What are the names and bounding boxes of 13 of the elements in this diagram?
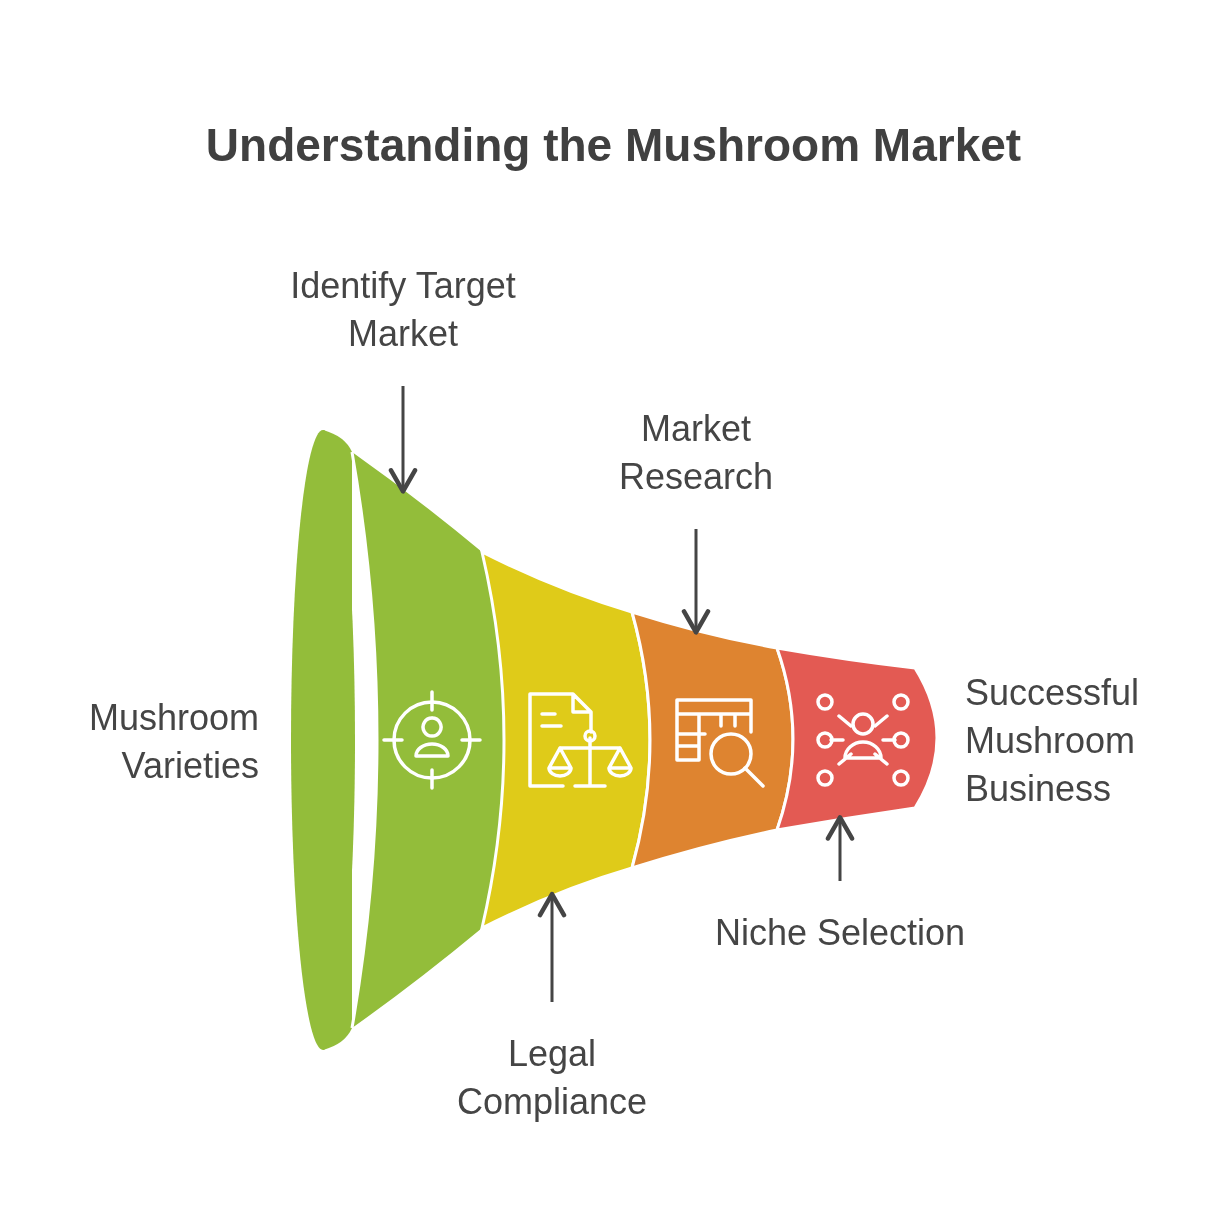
diagram-title: Understanding the Mushroom Market [204,118,1023,172]
arrow [537,891,567,1002]
stage-label: Mushroom Varieties [87,696,259,788]
arrow [681,529,711,635]
step-label: Niche Selection [670,909,1010,957]
step-label: Legal Compliance [422,1030,682,1126]
funnel-segment [775,646,939,832]
arrow [825,815,855,881]
stage-label: Successful Mushroom Business [965,671,1141,811]
funnel-segment [291,430,504,1050]
step-label: Identify Target Market [253,262,553,358]
step-label: Market Research [566,405,826,501]
arrow [388,386,418,494]
